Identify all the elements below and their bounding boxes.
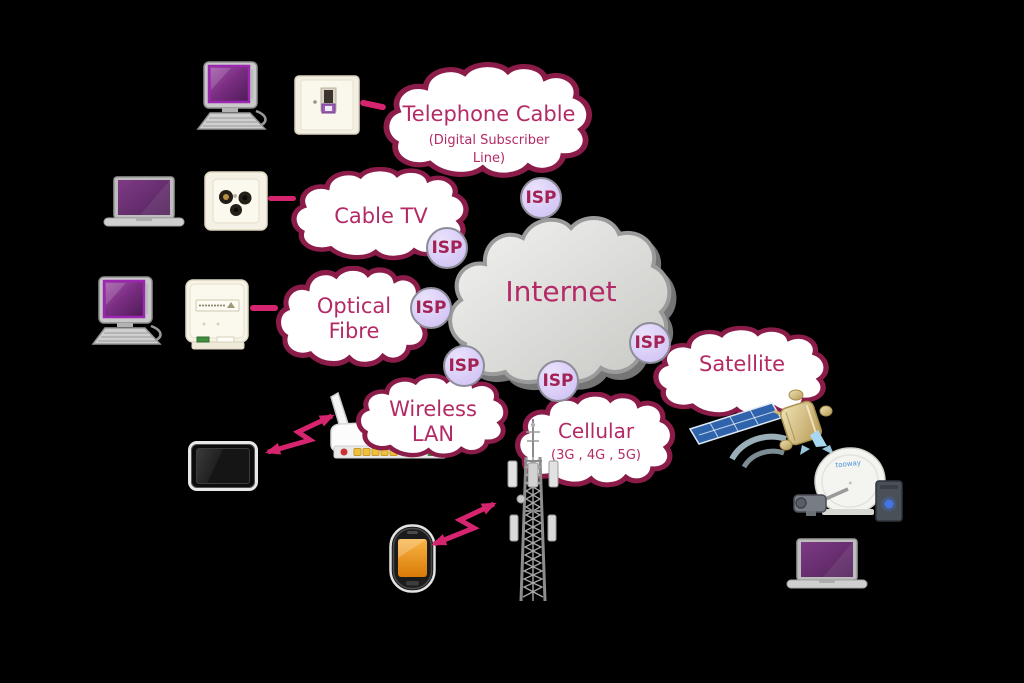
cellular-cloud-subtitle: (3G , 4G , 5G) xyxy=(551,448,641,463)
cable-tv-connector-dash xyxy=(268,196,296,201)
cloud-shape xyxy=(276,266,431,368)
wireless-cloud-line1: Wireless xyxy=(389,397,477,421)
isp-badge-wireless: ISP xyxy=(443,345,485,387)
tablet-icon xyxy=(188,441,258,491)
isp-badge-optical: ISP xyxy=(410,287,452,329)
cellular-link-arrow xyxy=(431,501,497,547)
internet-cloud: Internet xyxy=(441,200,681,396)
tablet-screen xyxy=(196,448,250,484)
laptop-icon xyxy=(103,176,185,227)
satellite-icon xyxy=(688,389,834,469)
cellular-cloud-title: Cellular xyxy=(557,419,635,443)
optical-cloud-line2: Fibre xyxy=(328,319,380,343)
desktop-computer-icon xyxy=(91,276,162,345)
telephone-wall-socket-icon xyxy=(294,75,360,135)
smartphone-icon xyxy=(389,524,436,593)
wireless-lan-cloud: Wireless LAN xyxy=(356,374,510,462)
cable-tv-socket-icon xyxy=(204,171,268,231)
telephone-cloud-title: Telephone Cable xyxy=(402,102,576,126)
isp-badge-cable-tv: ISP xyxy=(426,227,468,269)
internet-label: Internet xyxy=(505,274,617,308)
optical-connector-dash xyxy=(250,305,278,311)
satellite-cloud: Satellite xyxy=(653,326,831,422)
telephone-cable-cloud: Telephone Cable (Digital Subscriber Line… xyxy=(383,62,595,184)
dish-brand-label: tooway xyxy=(835,459,861,470)
cloud-shape xyxy=(356,374,509,458)
cell-tower-icon xyxy=(507,419,559,601)
isp-label: ISP xyxy=(634,333,666,353)
wifi-link-arrow xyxy=(265,413,335,455)
optical-fibre-terminal-icon xyxy=(185,279,249,350)
cloud-shape xyxy=(291,167,469,261)
laptop-icon xyxy=(786,538,868,589)
isp-badge-satellite: ISP xyxy=(629,322,671,364)
isp-label: ISP xyxy=(525,188,557,208)
wireless-cloud-line2: LAN xyxy=(411,422,455,446)
telephone-cloud-subtitle-1: (Digital Subscriber xyxy=(428,133,550,148)
telephone-cloud-subtitle-2: Line) xyxy=(472,151,506,166)
isp-label: ISP xyxy=(431,238,463,258)
isp-badge-cellular: ISP xyxy=(537,360,579,402)
isp-label: ISP xyxy=(415,298,447,318)
desktop-computer-icon xyxy=(196,61,267,130)
isp-label: ISP xyxy=(542,371,574,391)
isp-label: ISP xyxy=(448,356,480,376)
cable-tv-cloud-title: Cable TV xyxy=(334,203,428,228)
internet-cloud-shape xyxy=(448,215,672,384)
cable-tv-cloud: Cable TV xyxy=(291,167,471,265)
cloud-shape xyxy=(383,62,592,178)
isp-badge-telephone: ISP xyxy=(520,177,562,219)
satellite-dish-icon: tooway xyxy=(793,445,903,522)
optical-fibre-cloud: Optical Fibre xyxy=(276,266,432,372)
optical-cloud-line1: Optical xyxy=(316,294,392,318)
satellite-cloud-title: Satellite xyxy=(698,351,785,376)
